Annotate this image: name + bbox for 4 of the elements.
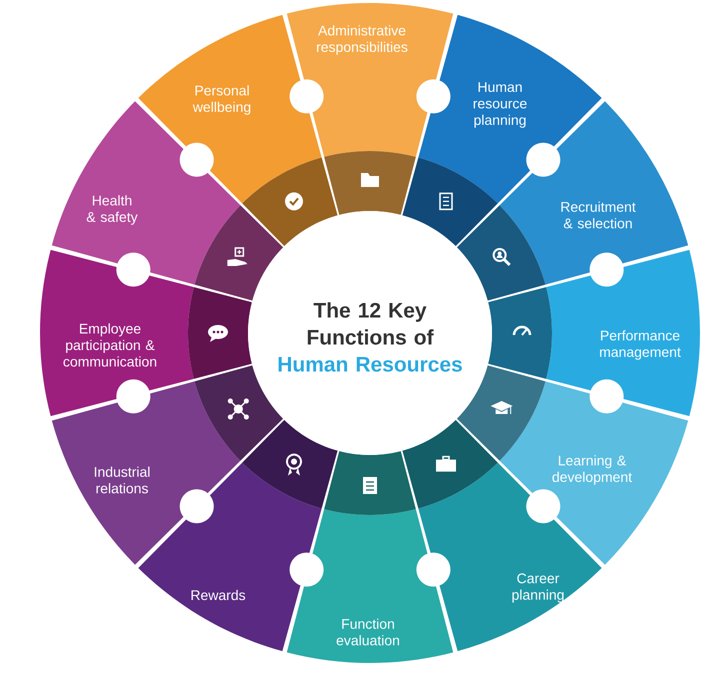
wheel-segment: Administrative responsibilities	[286, 3, 454, 215]
wheel-segment: Performance management	[488, 250, 700, 416]
wheel-segment: Function evaluation	[286, 451, 454, 663]
wheel-segment: Employee participation & communication	[40, 250, 252, 416]
